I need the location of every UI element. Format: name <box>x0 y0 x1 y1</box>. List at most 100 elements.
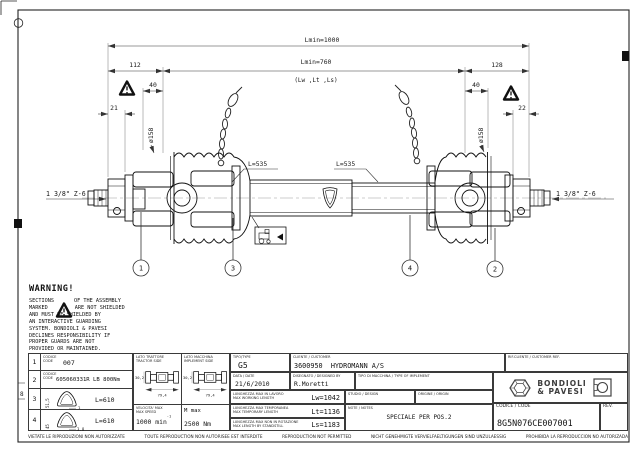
cross-dim-w: 79,4 <box>206 393 216 397</box>
balloon-4: 4 <box>408 265 412 273</box>
dim-40-left: 40 <box>149 81 157 89</box>
date-label: DATA / DATE <box>233 374 255 378</box>
balloon-2: 2 <box>493 266 497 274</box>
designer-label: DISEGNATO / DESIGNED BY <box>293 374 341 378</box>
origin-cell: ORIGINE / ORIGIN <box>415 390 493 404</box>
dim-guard-left: L=535 <box>248 160 267 168</box>
max-torque-cell: M max 2500 Nm <box>181 404 230 431</box>
dim-lmin-min: Lmin=760 <box>301 58 332 66</box>
type-cell: TIPO/TYPE G5 <box>230 353 290 372</box>
temporary-length-label-it: LUNGHEZZA MAX TEMPORANEA <box>233 406 289 410</box>
standstill-length-label-en: MAX LENGTH BY STANDSTILL <box>233 424 284 428</box>
designer-value: R.Moretti <box>294 379 329 388</box>
tube-warning-sticker <box>251 216 287 245</box>
customer-label: CLIENTE / CUSTOMER <box>293 355 331 359</box>
tube-profile-sketch: 45 3,8 <box>45 412 85 431</box>
temporary-length-value: Lt=1136 <box>311 408 340 416</box>
date-cell: DATA / DATE 21/6/2010 <box>230 372 290 390</box>
zone-tick-marks <box>18 382 25 400</box>
temporary-length-label-en: MAX TEMPORARY LENGTH <box>233 410 279 414</box>
warning-line: AND MUST BE SHIELDED BY <box>29 311 101 318</box>
customer-ref-cell: RIF.CLIENTE / CUSTOMER REF. <box>505 353 628 372</box>
cross-dim-w: 79,4 <box>158 393 168 397</box>
notes-label: NOTE / NOTES <box>348 406 373 410</box>
dimension-texts: Lmin=1000 Lmin=760 (Lw ,Lt ,Ls) 112 128 … <box>46 36 596 198</box>
warning-line: SECTIONS <box>29 298 54 304</box>
zone-marker: 8 <box>20 391 24 398</box>
brand-cell: BONDIOLI & PAVESI <box>493 372 628 403</box>
code-label: CODICE / CODE <box>496 404 531 409</box>
max-speed-label-en: MAX SPEED <box>136 410 157 414</box>
tractor-side-label-en: TRACTOR SIDE <box>136 359 162 363</box>
cross-dim-h: 30,2 <box>183 376 192 380</box>
warning-line: AN INTERACTIVE GUARDING <box>29 318 101 325</box>
customer-ref-label: RIF.CLIENTE / CUSTOMER REF. <box>508 355 560 359</box>
tractor-side-label-it: LATO TRATTORE <box>136 355 165 359</box>
implement-type-cell: TIPO DI MACCHINA / TYPE OF IMPLEMENT <box>355 372 493 390</box>
customer-value: 3600950 HYDROMANN A/S <box>294 361 385 370</box>
balloon-3: 3 <box>231 265 235 273</box>
punch-hole-mark <box>13 18 24 28</box>
brand-wordmark: BONDIOLI & PAVESI <box>537 378 587 396</box>
type-label: TIPO/TYPE <box>233 355 251 359</box>
profile-dim-h: 45 <box>45 424 50 429</box>
max-speed-label-it: VELOCITA' MAX <box>136 406 163 410</box>
warning-title: WARNING! <box>29 284 74 294</box>
parts-row-1-value: 007 <box>63 359 75 367</box>
warning-line: PROVIDED OR MAINTAINED. <box>29 346 101 353</box>
code-label: CODICE <box>43 355 57 359</box>
spline-label-right: 1 3/8" Z-6 <box>556 190 596 198</box>
rev-cell: REV. <box>600 403 628 431</box>
registration-mark-left <box>14 219 22 228</box>
studio-cell: STUDIO / DESIGN <box>345 390 415 404</box>
working-length-value: Lw=1042 <box>311 394 340 402</box>
parts-row-3-value: L=610 <box>95 396 115 404</box>
standstill-length-value: Ls=1183 <box>311 421 340 429</box>
origin-label: ORIGINE / ORIGIN <box>418 392 449 396</box>
corner-bracket-mark <box>0 0 17 15</box>
code-cell: CODICE / CODE 8G5N076CE007001 <box>493 403 600 431</box>
torque-label: M max <box>184 408 201 414</box>
implement-side-label-it: LATO MACCHINA <box>184 355 213 359</box>
warning-line: SYSTEM. BONDIOLI & PAVESI <box>29 325 108 332</box>
date-value: 21/6/2010 <box>235 379 270 388</box>
dim-22: 22 <box>518 104 526 112</box>
warning-line: MARKED <box>29 304 48 311</box>
disclaimer-de: NICHT GENEHMIGTE VERVIELFAELTIGUNGEN SIN… <box>371 434 507 439</box>
torque-value: 2500 Nm <box>184 420 211 428</box>
dim-guard-right: L=535 <box>336 160 355 168</box>
dim-128: 128 <box>491 61 503 69</box>
balloon-callouts <box>132 212 504 278</box>
rev-label: REV. <box>603 404 613 409</box>
disclaimer-it: VIETATE LE RIPRODUZIONI NON AUTORIZZATE <box>28 434 125 439</box>
dim-dia-right: ø158 <box>477 127 485 143</box>
balloon-numbers: 1 3 4 2 <box>139 265 497 274</box>
standstill-length-label-it: LUNGHEZZA MAX NON IN ROTAZIONE <box>233 420 299 424</box>
type-value: G5 <box>238 361 248 370</box>
tube-profile-sketch: 51,5 3 <box>45 391 81 410</box>
parts-row-3: 51,5 3 L=610 <box>40 388 133 410</box>
working-length-label-en: MAX WORKING LENGTH <box>233 396 275 400</box>
warning-triangle-icon <box>502 85 520 101</box>
yoke-implement-side <box>426 165 551 231</box>
notes-cell: NOTE / NOTES SPECIALE PER POS.2 <box>345 404 493 431</box>
studio-label: STUDIO / DESIGN <box>348 392 379 396</box>
hex-nut-icon <box>509 378 532 397</box>
warning-line: DECLINES RESPONSIBILITY IF <box>29 332 111 339</box>
brand-square-logo <box>593 378 612 397</box>
dim-lmin-total: Lmin=1000 <box>305 36 340 44</box>
cross-journal-sketch: 30,2 79,4 <box>183 371 227 397</box>
disclaimer-fr: TOUTE REPRODUCTION NON AUTORISEE EST INT… <box>144 434 263 439</box>
implement-type-label: TIPO DI MACCHINA / TYPE OF IMPLEMENT <box>358 374 430 378</box>
balloon-1: 1 <box>139 265 143 273</box>
safety-chain-right <box>394 84 421 165</box>
